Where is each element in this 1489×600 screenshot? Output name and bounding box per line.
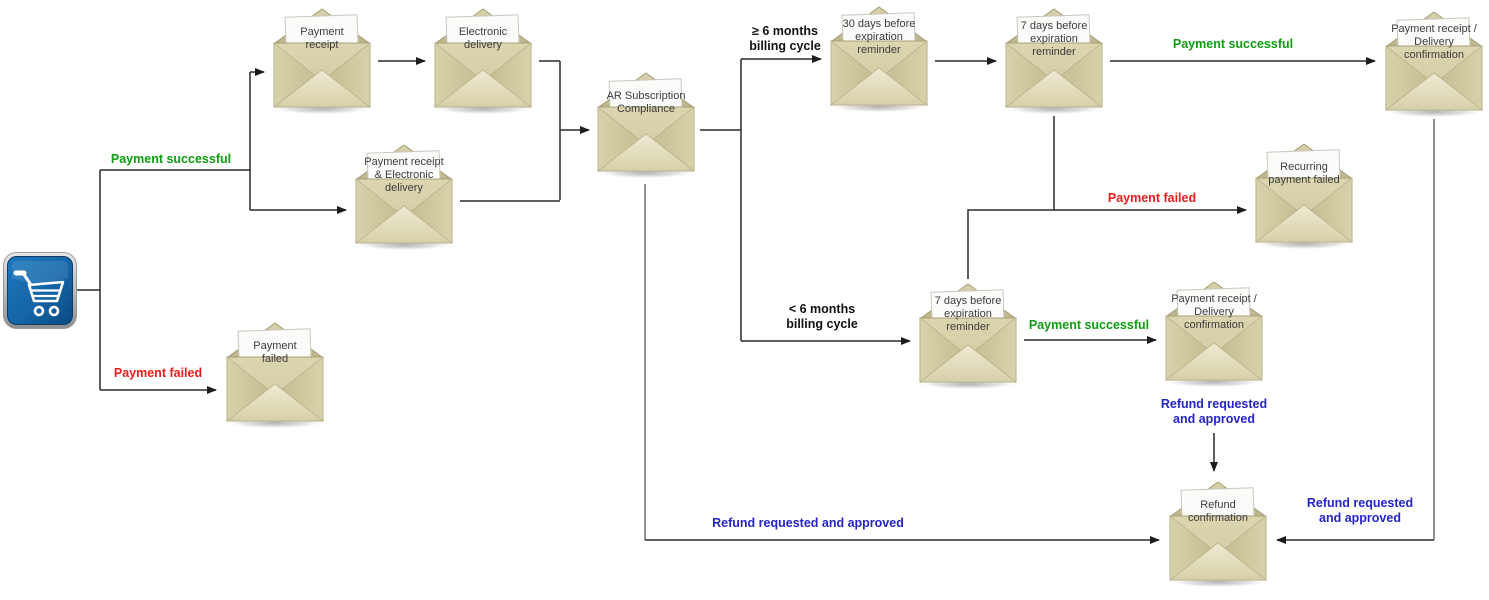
node-payment-receipt: Payment receipt: [266, 4, 378, 116]
edge-label-billing-cycle-under-6-months: < 6 months billing cycle: [786, 302, 858, 331]
node-label: Payment failed: [253, 340, 297, 365]
shopping-cart-icon: [3, 252, 77, 329]
node-label: Payment receipt & Electronic delivery: [364, 155, 444, 194]
connector-group: [76, 55, 1435, 544]
node-label: Electronic delivery: [458, 26, 508, 51]
edge-label-payment-successful-renewal: Payment successful: [1172, 37, 1294, 51]
node-receipt-delivery-confirmation-mid: Payment receipt / Delivery confirmation: [1158, 277, 1270, 389]
node-label: 30 days before expiration reminder: [842, 17, 916, 56]
node-label: Payment receipt: [300, 26, 344, 51]
node-ar-subscription-compliance: AR Subscription Compliance: [590, 68, 702, 180]
node-payment-failed: Payment failed: [219, 318, 331, 430]
edge-label-refund-from-compliance: Refund requested and approved: [712, 516, 904, 530]
node-label: 7 days before expiration reminder: [934, 294, 1002, 333]
node-label: AR Subscription Compliance: [606, 90, 686, 115]
edge-label-payment-successful-purchase: Payment successful: [110, 152, 232, 166]
node-reminder-7-days-short-cycle: 7 days before expiration reminder: [912, 279, 1024, 391]
edge-label-refund-after-short-cycle: Refund requested and approved: [1160, 397, 1268, 426]
node-electronic-delivery: Electronic delivery: [427, 4, 539, 116]
edge-label-payment-failed-renewal: Payment failed: [1107, 191, 1197, 205]
node-label: Payment receipt / Delivery confirmation: [1391, 22, 1477, 61]
edge-label-payment-failed-purchase: Payment failed: [113, 366, 203, 380]
node-label: Payment receipt / Delivery confirmation: [1171, 292, 1257, 331]
node-reminder-30-days: 30 days before expiration reminder: [823, 2, 935, 114]
node-payment-receipt-and-electronic-delivery: Payment receipt & Electronic delivery: [348, 140, 460, 252]
node-label: Refund confirmation: [1188, 499, 1248, 524]
node-recurring-payment-failed: Recurring payment failed: [1248, 139, 1360, 251]
edge-label-billing-cycle-6-months-or-more: ≥ 6 months billing cycle: [749, 24, 821, 53]
node-label: 7 days before expiration reminder: [1020, 19, 1088, 58]
node-receipt-delivery-confirmation-top: Payment receipt / Delivery confirmation: [1378, 7, 1489, 119]
edge-label-refund-after-renewal: Refund requested and approved: [1306, 496, 1414, 525]
node-online-store: [3, 252, 77, 329]
edge-label-payment-successful-short-cycle: Payment successful: [1028, 318, 1150, 332]
node-refund-confirmation: Refund confirmation: [1162, 477, 1274, 589]
node-reminder-7-days: 7 days before expiration reminder: [998, 4, 1110, 116]
node-label: Recurring payment failed: [1268, 161, 1340, 186]
